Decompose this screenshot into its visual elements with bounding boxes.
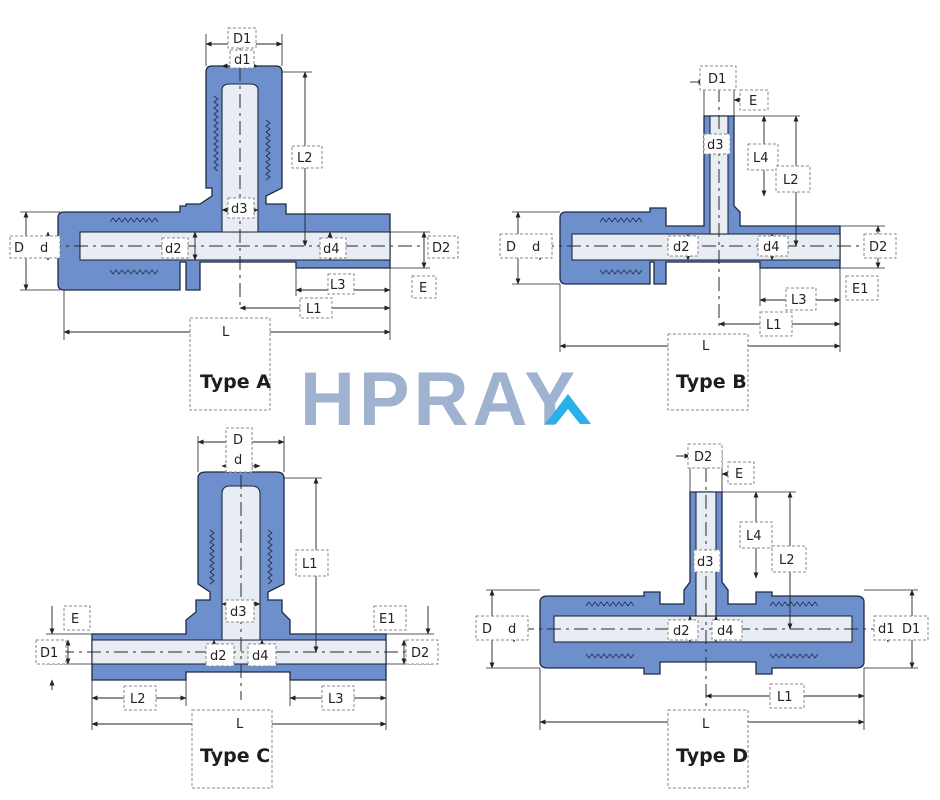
type-c-label-E: E: [71, 612, 79, 627]
type-a-label-d3: d3: [231, 202, 248, 217]
type-b-label-L4: L4: [753, 151, 769, 166]
type-c-label-L: L: [236, 717, 244, 732]
type-b-label-E: E: [749, 94, 757, 109]
type-d-thread-left-bottom: [585, 653, 635, 659]
type-b-thread-bottom: [599, 269, 643, 275]
type-b-label-d4: d4: [763, 240, 780, 255]
type-c-label-d2: d2: [210, 649, 227, 664]
type-c-thread-right: [267, 529, 273, 585]
type-b-label-d2: d2: [673, 240, 690, 255]
type-c-label-L3: L3: [328, 692, 344, 707]
type-c-label-L1: L1: [302, 557, 318, 572]
type-d-label-d4: d4: [717, 624, 734, 639]
type-d-thread-right-top: [769, 601, 819, 607]
type-d-label-D: D: [482, 622, 492, 637]
type-b-label-d: d: [532, 240, 540, 255]
type-a-label-L2: L2: [297, 151, 313, 166]
type-c-thread-left: [209, 529, 215, 585]
type-a-label-D1: D1: [233, 32, 251, 47]
type-b-label-E1: E1: [852, 282, 869, 297]
watermark-text: HPRAY: [300, 357, 579, 442]
type-a-label-L: L: [222, 325, 230, 340]
type-a-label-L1: L1: [306, 302, 322, 317]
type-a-label-D: D: [14, 241, 24, 256]
type-d-label-D2: D2: [694, 450, 712, 465]
type-a-title: Type A: [200, 371, 271, 393]
type-b-label-D2: D2: [869, 240, 887, 255]
type-a-label-L3: L3: [330, 278, 346, 293]
type-c-label-L2: L2: [130, 692, 146, 707]
type-d-label-D1: D1: [902, 622, 920, 637]
type-a-thread-right: [265, 119, 271, 181]
type-c-label-D1: D1: [40, 646, 58, 661]
type-a-label-D2: D2: [432, 241, 450, 256]
type-d-label-E: E: [735, 467, 743, 482]
type-b-label-d3: d3: [707, 138, 724, 153]
type-a-thread-bottom: [109, 269, 159, 275]
type-d-label-d1: d1: [878, 622, 895, 637]
type-d-label-L1: L1: [777, 690, 793, 705]
type-d-label-L2: L2: [779, 553, 795, 568]
type-b-main-bore: [571, 233, 841, 261]
brand-watermark: HPRAY: [300, 357, 579, 442]
logo-accent-icon: [545, 394, 591, 424]
type-c-title: Type C: [200, 745, 270, 767]
type-a-label-d: d: [40, 241, 48, 256]
type-c-label-d4: d4: [252, 649, 269, 664]
type-c-label-E1: E1: [379, 612, 396, 627]
type-d-label-d3: d3: [697, 555, 714, 570]
type-c-label-D2: D2: [411, 646, 429, 661]
type-b-label-L2: L2: [783, 173, 799, 188]
type-a-label-d2: d2: [165, 242, 182, 257]
type-b-label-L3: L3: [791, 293, 807, 308]
type-c-label-D: D: [233, 433, 243, 448]
type-a-thread-top: [109, 217, 159, 223]
type-d-label-d2: d2: [673, 624, 690, 639]
type-d-title: Type D: [676, 745, 748, 767]
type-b-label-D: D: [506, 240, 516, 255]
type-d-label-L4: L4: [746, 529, 762, 544]
type-a-label-E: E: [419, 281, 427, 296]
type-c-drawing: Dd L1 d3 E E1 D1 d2 d4 D2 L2 L3 L Type C: [35, 427, 439, 789]
type-c-label-d: d: [234, 453, 242, 468]
type-b-label-L1: L1: [766, 318, 782, 333]
type-d-thread-left-top: [585, 601, 635, 607]
type-b-thread-top: [599, 217, 643, 223]
type-b-label-D1: D1: [708, 72, 726, 87]
type-a-label-d1: d1: [234, 53, 251, 68]
type-a-thread-left: [213, 95, 219, 172]
type-b-title: Type B: [676, 371, 747, 393]
type-d-label-d: d: [508, 622, 516, 637]
type-a-label-d4: d4: [323, 242, 340, 257]
type-d-label-L: L: [702, 717, 710, 732]
type-c-label-d3: d3: [230, 605, 247, 620]
type-b-label-L: L: [702, 339, 710, 354]
type-d-thread-right-bottom: [769, 653, 819, 659]
